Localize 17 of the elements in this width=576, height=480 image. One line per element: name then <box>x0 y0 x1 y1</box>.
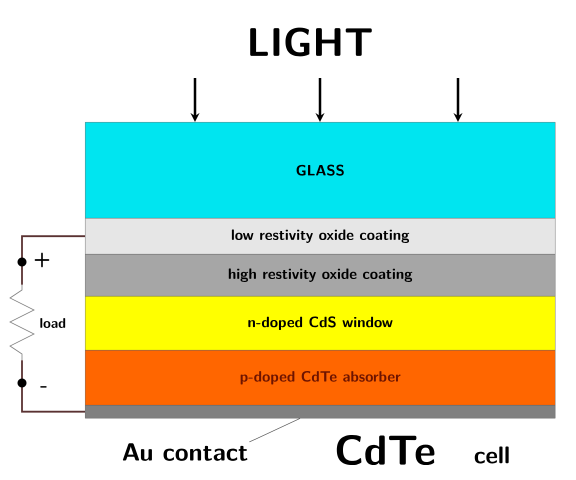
wire <box>21 235 85 285</box>
title: LIGHT <box>250 28 372 56</box>
sign-label: + <box>34 252 50 268</box>
layer-band: GLASS <box>85 122 556 218</box>
leader-line <box>249 418 300 442</box>
beside-label: load <box>40 318 66 328</box>
contact-bar <box>85 405 556 418</box>
resistor-symbol <box>9 284 35 360</box>
wire <box>21 360 85 413</box>
label-text: Au contact <box>122 443 248 461</box>
sign-label: - <box>40 386 47 388</box>
layer-band: p-doped CdTe absorber <box>85 350 556 406</box>
layer-band: low restivity oxide coating <box>85 218 556 254</box>
layer-band: high restivity oxide coating <box>85 254 556 296</box>
heading-label: cell <box>474 446 509 464</box>
heading-label: CdTe <box>336 434 434 466</box>
layer-band: n-doped CdS window <box>85 296 556 350</box>
